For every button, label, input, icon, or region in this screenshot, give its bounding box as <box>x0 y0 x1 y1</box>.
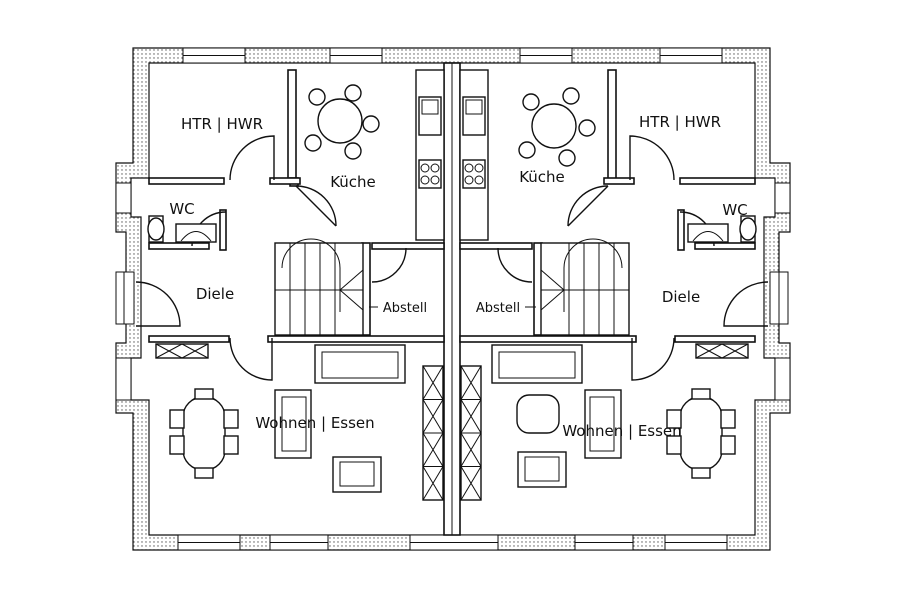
kitchen-table-right <box>518 87 596 167</box>
label-htr-hwr-right: HTR | HWR <box>639 113 721 131</box>
wc-right <box>687 215 757 243</box>
label-abstell-right: Abstell <box>476 301 520 316</box>
party-wall <box>443 62 461 536</box>
wc-left <box>147 215 217 243</box>
label-wohnen-essen-right: Wohnen | Essen <box>562 422 681 440</box>
label-diele-left: Diele <box>196 285 234 303</box>
kitchen-table-left <box>304 84 380 160</box>
interior-walls-left <box>148 69 445 343</box>
radiators <box>155 343 749 359</box>
shelf-right <box>460 365 482 501</box>
label-wc-left: WC <box>169 200 194 218</box>
kitchen-left <box>415 69 445 241</box>
staircase-left <box>274 238 364 336</box>
interior-walls-right <box>459 69 756 343</box>
label-diele-right: Diele <box>662 288 700 306</box>
living-furniture-left <box>169 344 406 493</box>
label-kueche-right: Küche <box>519 168 565 186</box>
kitchen-right <box>459 69 489 241</box>
living-furniture-right <box>491 344 736 488</box>
windows <box>115 47 791 551</box>
shelf-left <box>422 365 444 501</box>
label-htr-hwr-left: HTR | HWR <box>181 115 263 133</box>
label-abstell-left: Abstell <box>383 301 427 316</box>
label-kueche-left: Küche <box>330 173 376 191</box>
label-wc-right: WC <box>722 201 747 219</box>
label-wohnen-essen-left: Wohnen | Essen <box>255 414 374 432</box>
staircase-right <box>540 238 630 336</box>
